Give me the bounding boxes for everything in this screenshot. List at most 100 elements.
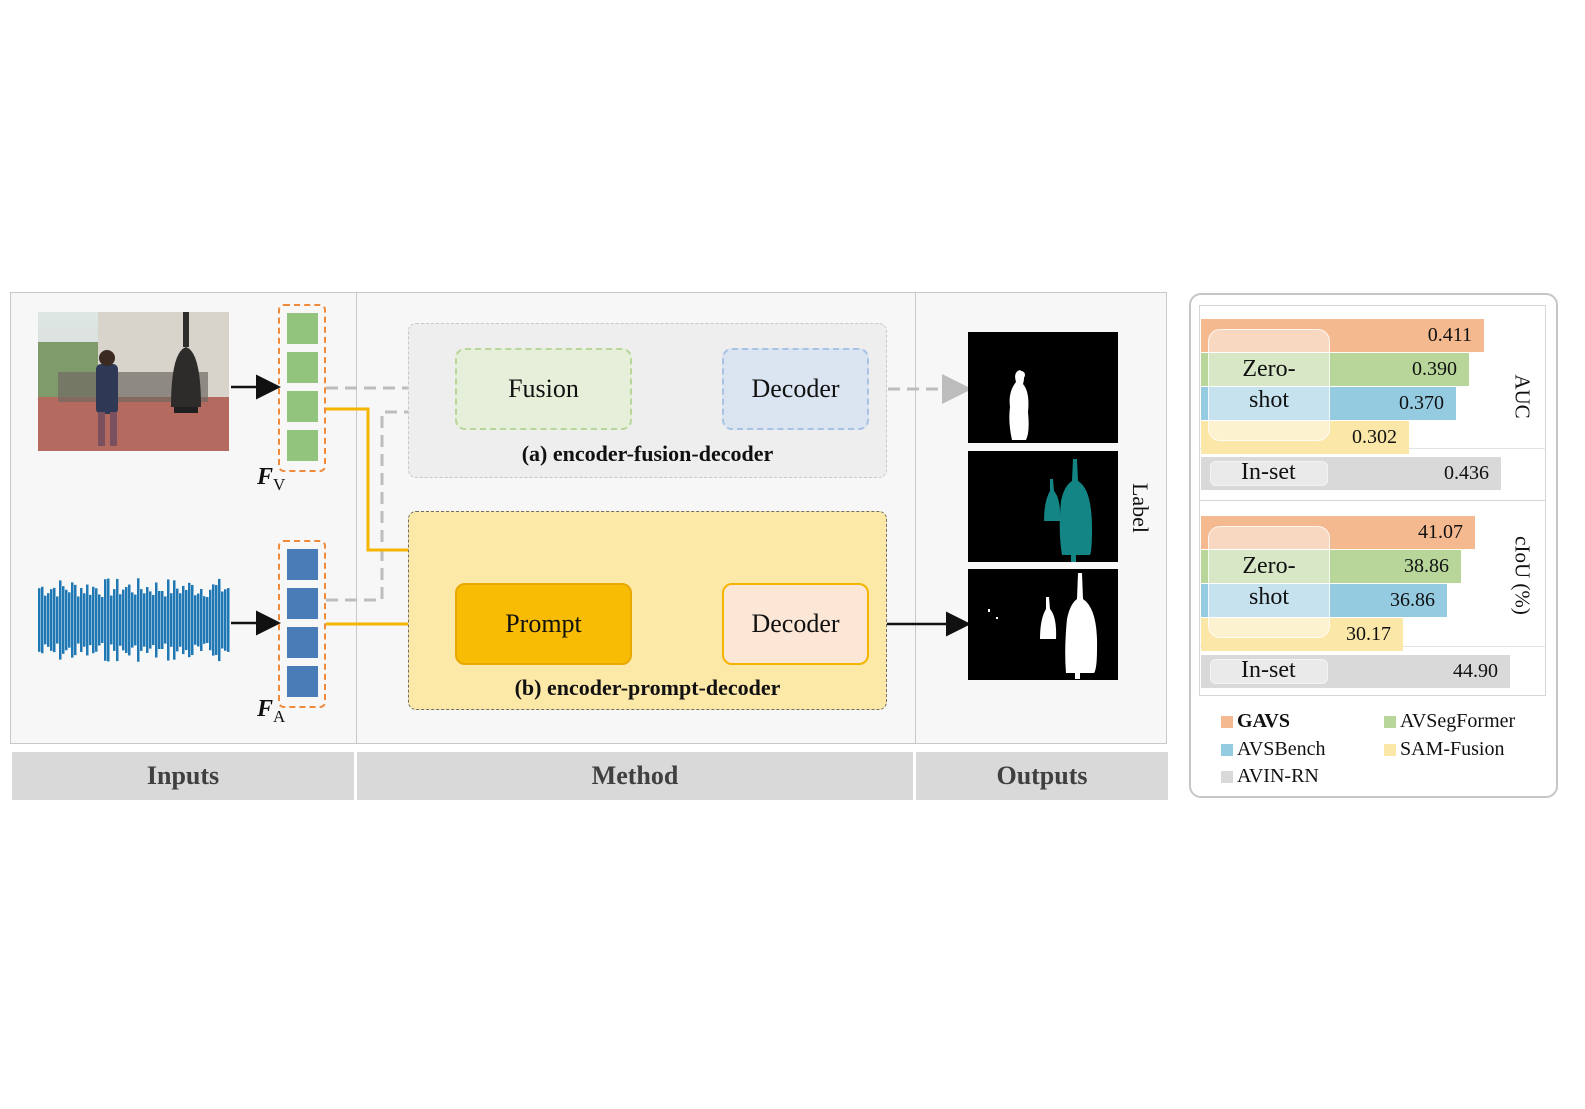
waveform-sample bbox=[158, 590, 161, 650]
waveform-sample bbox=[179, 593, 182, 647]
auc-inset-pill bbox=[1210, 461, 1328, 486]
waveform-sample bbox=[119, 594, 122, 646]
waveform-sample bbox=[137, 578, 140, 662]
result-bar-value: 0.411 bbox=[1427, 324, 1472, 346]
waveform-sample bbox=[107, 578, 110, 662]
waveform-sample bbox=[98, 594, 101, 646]
audio-feature-cell bbox=[287, 627, 318, 658]
legend-label: GAVS bbox=[1237, 710, 1290, 732]
waveform-sample bbox=[47, 593, 50, 647]
output-mask-prompt bbox=[968, 569, 1118, 680]
auc-inset-label: In-set bbox=[1241, 459, 1296, 485]
waveform-sample bbox=[161, 590, 164, 650]
waveform-sample bbox=[44, 595, 47, 645]
waveform-sample bbox=[128, 584, 131, 656]
waveform-sample bbox=[221, 591, 224, 649]
section-inputs: Inputs bbox=[12, 752, 354, 800]
waveform-sample bbox=[59, 580, 62, 660]
result-bar: 0.390 bbox=[1201, 353, 1469, 386]
waveform-sample bbox=[80, 588, 83, 652]
waveform-sample bbox=[110, 595, 113, 645]
auc-inset-value: 0.436 bbox=[1444, 462, 1489, 484]
label-annotation: Label bbox=[1125, 478, 1155, 538]
waveform-sample bbox=[191, 584, 194, 656]
waveform-sample bbox=[92, 586, 95, 654]
zero-shot-label-line2: shot bbox=[1248, 387, 1289, 413]
legend-label: AVSBench bbox=[1237, 738, 1326, 760]
result-bar: 0.302 bbox=[1201, 421, 1409, 454]
waveform-sample bbox=[134, 594, 137, 646]
waveform-sample bbox=[203, 596, 206, 644]
result-bar: 36.86 bbox=[1201, 584, 1447, 617]
decoder-b-label: Decoder bbox=[751, 609, 840, 638]
waveform-sample bbox=[188, 582, 191, 658]
legend-swatch bbox=[1221, 770, 1233, 783]
waveform-sample bbox=[176, 588, 179, 652]
ciou-inset-pill bbox=[1210, 659, 1328, 684]
waveform-sample bbox=[62, 586, 65, 654]
section-outputs: Outputs bbox=[916, 752, 1168, 800]
visual-feature-cell bbox=[287, 313, 318, 344]
fusion-node: Fusion bbox=[455, 348, 632, 430]
decoder-a-label: Decoder bbox=[751, 374, 840, 403]
waveform-sample bbox=[83, 593, 86, 647]
waveform-sample bbox=[155, 582, 158, 658]
waveform-sample bbox=[224, 589, 227, 651]
divider-method-outputs bbox=[915, 292, 916, 744]
waveform-sample bbox=[143, 593, 146, 647]
zero-shot-label-line1: Zero- bbox=[1242, 553, 1296, 579]
output-mask-fusion bbox=[968, 332, 1118, 443]
legend-label: AVSegFormer bbox=[1400, 710, 1516, 732]
legend-label: AVIN-RN bbox=[1237, 765, 1319, 787]
waveform-sample bbox=[71, 582, 74, 658]
fusion-label: Fusion bbox=[508, 374, 579, 403]
visual-feature-cell bbox=[287, 430, 318, 461]
waveform-sample bbox=[56, 596, 59, 644]
caption-a: (a) encoder-fusion-decoder bbox=[521, 441, 774, 466]
ciou-inset-label: In-set bbox=[1241, 657, 1296, 683]
results-chart-divider bbox=[1199, 500, 1546, 501]
result-bar: 0.370 bbox=[1201, 387, 1456, 420]
waveform-sample bbox=[227, 588, 230, 652]
waveform-sample bbox=[206, 597, 209, 643]
section-method: Method bbox=[357, 752, 913, 800]
prompt-label: Prompt bbox=[505, 609, 582, 638]
auc-metric-label: AUC bbox=[1510, 374, 1535, 419]
waveform-sample bbox=[74, 584, 77, 656]
waveform-sample bbox=[212, 584, 215, 656]
legend-swatch bbox=[1384, 715, 1396, 728]
waveform-sample bbox=[53, 587, 56, 653]
waveform-sample bbox=[89, 594, 92, 646]
label-text: Label bbox=[1128, 482, 1153, 534]
result-bar: 38.86 bbox=[1201, 550, 1461, 583]
zero-shot-label-line2: shot bbox=[1248, 584, 1289, 610]
result-bar-value: 41.07 bbox=[1418, 521, 1463, 543]
audio-feature-cell bbox=[287, 549, 318, 580]
waveform-sample bbox=[38, 588, 41, 652]
audio-feature-cell bbox=[287, 666, 318, 697]
waveform-sample bbox=[164, 596, 167, 644]
waveform-sample bbox=[209, 589, 212, 651]
waveform-sample bbox=[101, 596, 104, 644]
waveform-sample bbox=[200, 588, 203, 652]
waveform-sample bbox=[131, 592, 134, 648]
result-bar: 30.17 bbox=[1201, 618, 1403, 651]
audio-feature-column bbox=[278, 540, 326, 708]
result-bar-value: 36.86 bbox=[1390, 589, 1435, 611]
waveform-sample bbox=[194, 595, 197, 645]
waveform-sample bbox=[152, 594, 155, 646]
waveform-sample bbox=[140, 589, 143, 651]
result-bar: 0.411 bbox=[1201, 319, 1484, 352]
audio-feature-cell bbox=[287, 588, 318, 619]
visual-feature-label: FV bbox=[257, 464, 286, 494]
decoder-a-node: Decoder bbox=[722, 348, 869, 430]
caption-b: (b) encoder-prompt-decoder bbox=[514, 675, 781, 700]
legend-label: SAM-Fusion bbox=[1400, 738, 1505, 760]
waveform-sample bbox=[173, 580, 176, 660]
waveform-sample bbox=[218, 578, 221, 662]
legend-swatch bbox=[1221, 715, 1233, 728]
waveform-sample bbox=[116, 578, 119, 662]
waveform-sample bbox=[113, 589, 116, 651]
waveform-sample bbox=[65, 589, 68, 651]
ciou-zero-shot-badge: Zero- shot bbox=[1208, 526, 1330, 638]
